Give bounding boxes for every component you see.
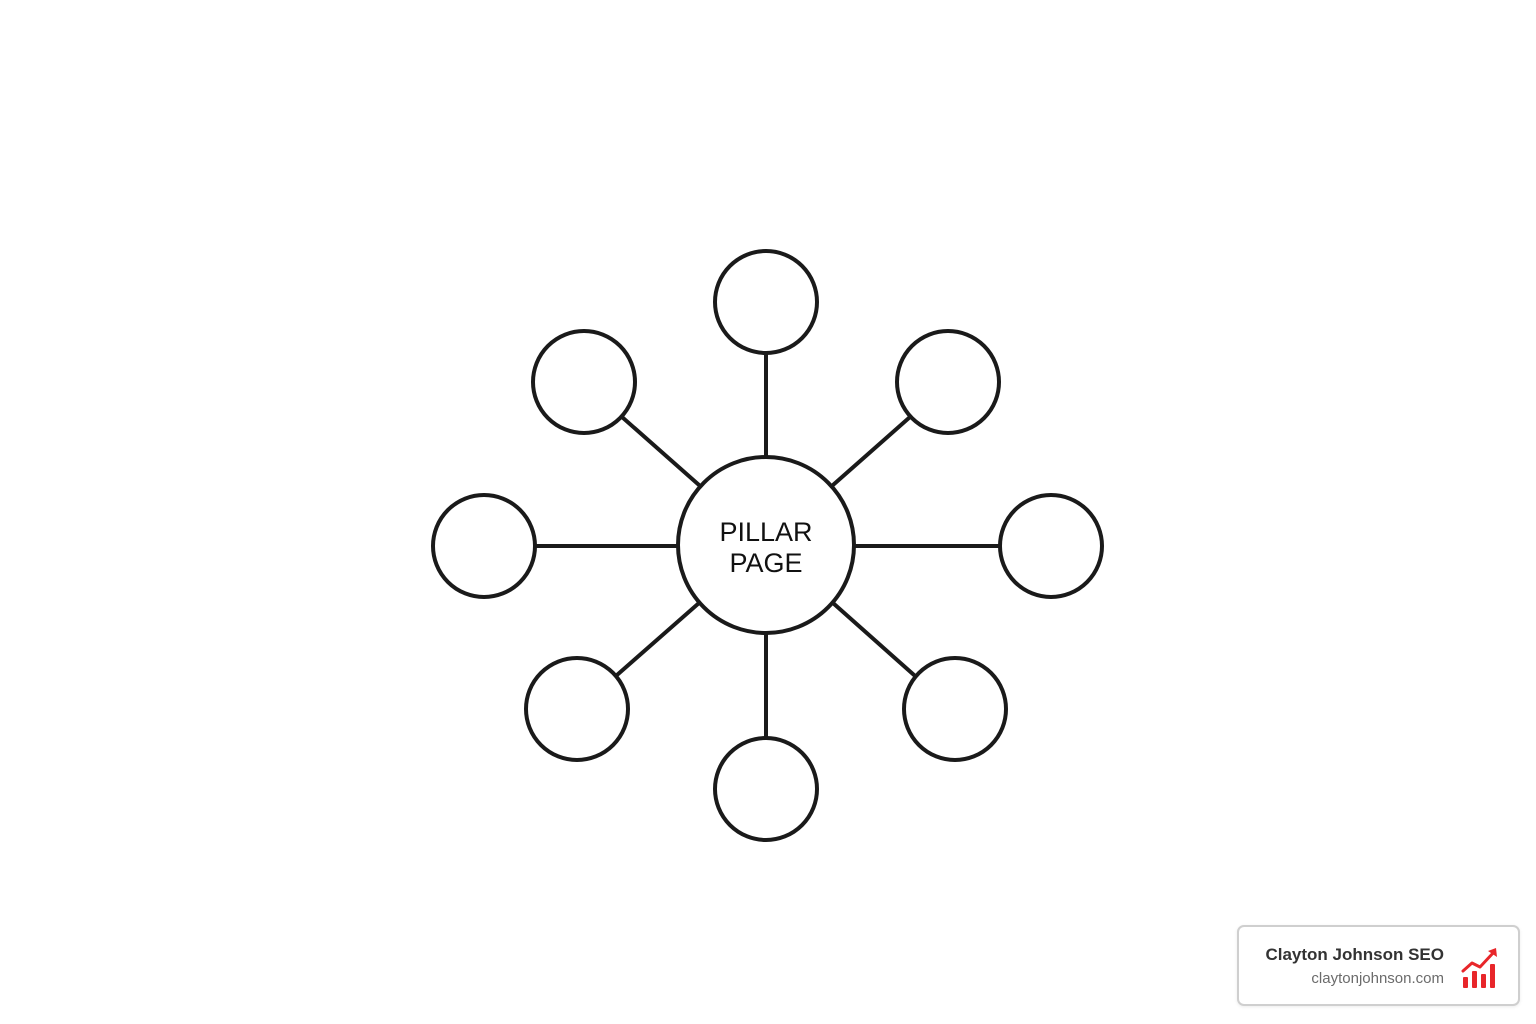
pillar-page-label-line2: PAGE (729, 548, 802, 578)
brand-url: claytonjohnson.com (1311, 970, 1444, 987)
satellite-node-bottom-left (524, 656, 630, 762)
connector-top-right (831, 415, 912, 487)
satellite-node-top (713, 249, 819, 355)
bar-chart-trend-up-icon (1461, 948, 1497, 988)
brand-watermark: Clayton Johnson SEO claytonjohnson.com (1237, 925, 1520, 1006)
connector-bottom-left (615, 601, 701, 677)
brand-title: Clayton Johnson SEO (1265, 945, 1444, 964)
satellite-node-bottom-right (902, 656, 1008, 762)
satellite-node-top-left (531, 329, 637, 435)
satellite-node-left (431, 493, 537, 599)
connector-bottom-right (831, 601, 916, 677)
satellite-node-right (998, 493, 1104, 599)
connector-top-left (620, 415, 701, 487)
pillar-page-node (676, 455, 856, 635)
pillar-page-label-line1: PILLAR (719, 517, 812, 547)
satellite-node-bottom (713, 736, 819, 842)
satellite-node-top-right (895, 329, 1001, 435)
